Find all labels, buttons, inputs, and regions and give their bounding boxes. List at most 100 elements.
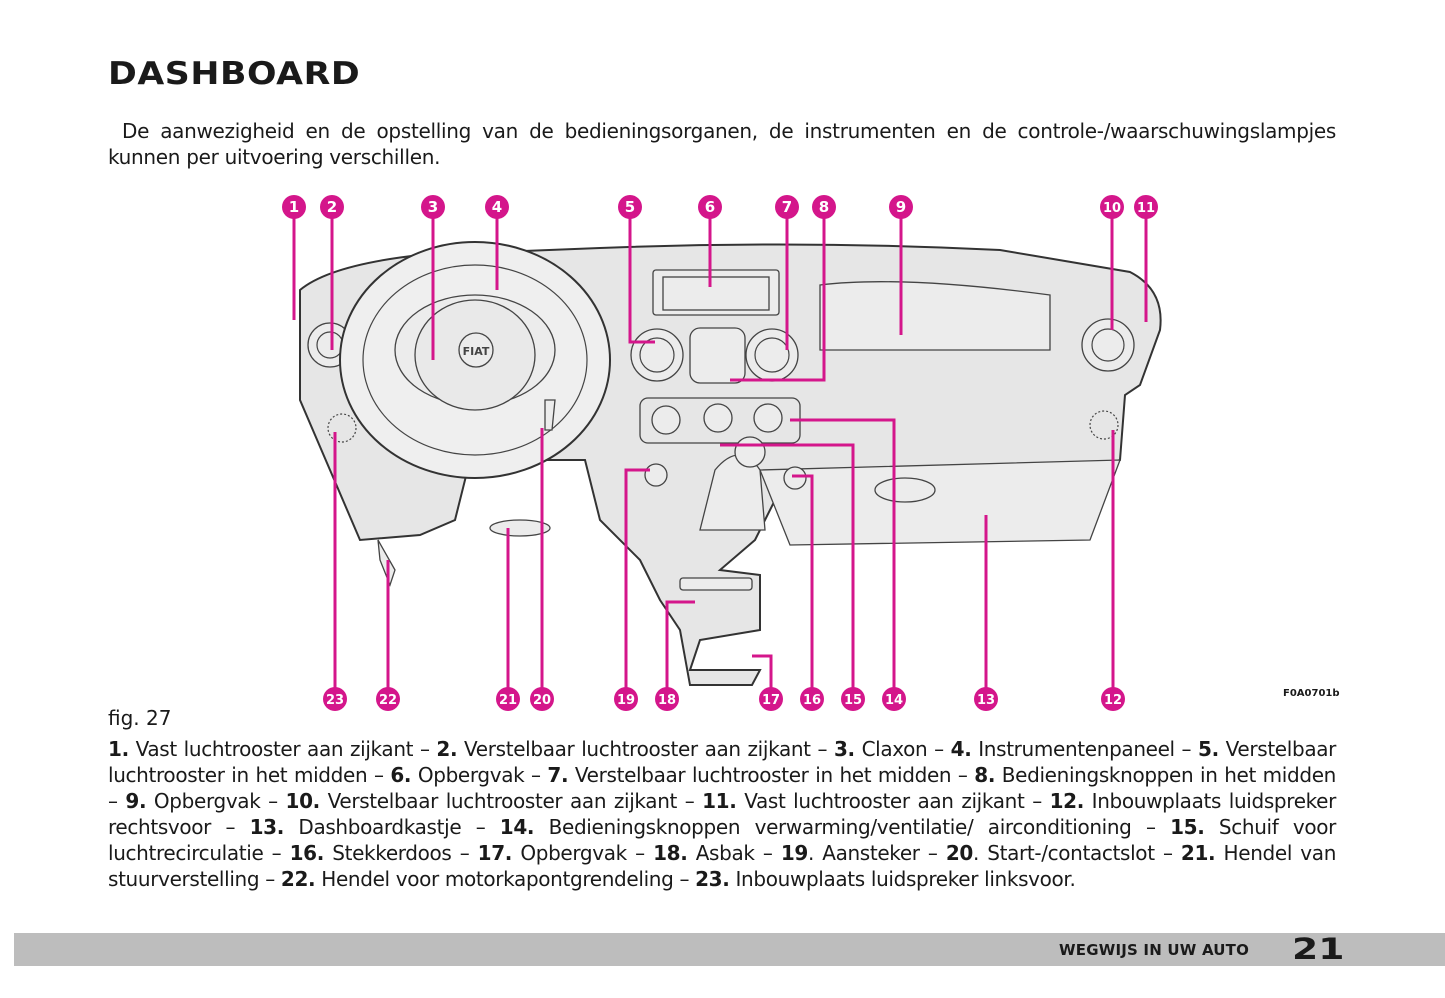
page-number: 21	[1292, 932, 1345, 966]
callout-14: 14	[882, 687, 906, 711]
callout-12: 12	[1101, 687, 1125, 711]
legend-text: Inbouwplaats luidspreker rechtsvoor –	[108, 789, 1336, 839]
svg-text:20: 20	[533, 693, 551, 708]
legend-number: 14.	[499, 815, 535, 839]
footer-section-title: WEGWIJS IN UW AUTO	[1059, 941, 1250, 959]
legend-number: 6.	[390, 763, 412, 787]
legend-text: Verstelbaar luchtrooster aan zijkant –	[319, 789, 703, 813]
callout-17: 17	[759, 687, 783, 711]
callout-4: 4	[485, 195, 509, 219]
legend-number: 12.	[1049, 789, 1085, 813]
callout-5: 5	[618, 195, 642, 219]
legend-text: Verstelbaar luchtrooster aan zijkant –	[457, 737, 834, 761]
page-title: DASHBOARD	[108, 56, 361, 92]
legend-text: Verstelbaar luchtrooster in het midden –	[108, 737, 1337, 787]
callout-13: 13	[974, 687, 998, 711]
legend-number: 16.	[289, 841, 325, 865]
svg-text:2: 2	[327, 198, 337, 216]
callout-6: 6	[698, 195, 722, 219]
legend-number: 21.	[1180, 841, 1216, 865]
callout-8: 8	[812, 195, 836, 219]
dashboard-illustration: FIAT	[299, 241, 1162, 686]
legend-text: Hendel van stuurverstelling –	[108, 841, 1337, 891]
svg-text:10: 10	[1103, 201, 1121, 216]
svg-text:16: 16	[803, 693, 821, 708]
legend-number: 1.	[108, 737, 129, 761]
svg-text:18: 18	[658, 693, 676, 708]
callout-21: 21	[496, 687, 520, 711]
legend-text: Bedieningsknoppen verwarming/ventilatie/…	[534, 815, 1171, 839]
leader-lines	[292, 216, 1148, 690]
legend-text: Inbouwplaats luidspreker linksvoor.	[729, 867, 1076, 891]
figure-legend: 1. Vast luchtrooster aan zijkant – 2. Ve…	[108, 736, 1336, 892]
legend-text: Instrumentenpaneel –	[971, 737, 1199, 761]
svg-text:3: 3	[428, 198, 438, 216]
legend-text: Bedieningsknoppen in het midden –	[108, 763, 1336, 813]
legend-text: Asbak –	[687, 841, 781, 865]
legend-text: Verstelbaar luchtrooster in het midden –	[568, 763, 975, 787]
legend-number: 19	[780, 841, 808, 865]
svg-text:9: 9	[896, 198, 906, 216]
svg-text:6: 6	[705, 198, 715, 216]
callout-19: 19	[614, 687, 638, 711]
legend-text: Schuif voor luchtrecirculatie –	[108, 815, 1336, 865]
legend-text: . Start-/contactslot –	[973, 841, 1181, 865]
legend-text: Stekkerdoos –	[324, 841, 478, 865]
legend-number: 9.	[125, 789, 147, 813]
svg-text:21: 21	[499, 693, 517, 708]
svg-text:11: 11	[1137, 201, 1155, 216]
callout-7: 7	[775, 195, 799, 219]
legend-number: 17.	[477, 841, 513, 865]
fiat-logo-text: FIAT	[463, 345, 490, 358]
svg-text:4: 4	[492, 198, 502, 216]
callout-11: 11	[1134, 195, 1158, 219]
figure-code: F0A0701b	[1283, 688, 1340, 699]
callout-3: 3	[421, 195, 445, 219]
legend-text: Vast luchtrooster aan zijkant –	[736, 789, 1050, 813]
legend-text: Vast luchtrooster aan zijkant –	[128, 737, 437, 761]
svg-text:12: 12	[1104, 693, 1122, 708]
legend-text: Opbergvak –	[512, 841, 654, 865]
intro-paragraph: De aanwezigheid en de opstelling van de …	[108, 119, 1336, 169]
svg-text:8: 8	[819, 198, 829, 216]
fiat-logo	[458, 332, 494, 368]
legend-number: 18.	[653, 841, 688, 865]
legend-number: 22.	[280, 867, 316, 891]
svg-text:14: 14	[885, 693, 903, 708]
svg-text:13: 13	[977, 693, 995, 708]
callout-20: 20	[530, 687, 554, 711]
svg-text:19: 19	[617, 693, 635, 708]
legend-number: 4.	[950, 737, 972, 761]
svg-text:15: 15	[844, 693, 862, 708]
legend-number: 11.	[702, 789, 737, 813]
callout-23: 23	[323, 687, 347, 711]
page-footer: WEGWIJS IN UW AUTO 21	[14, 932, 1445, 966]
callout-15: 15	[841, 687, 865, 711]
legend-number: 5.	[1198, 737, 1219, 761]
legend-number: 10.	[285, 789, 321, 813]
legend-number: 2.	[436, 737, 458, 761]
svg-text:5: 5	[625, 198, 635, 216]
legend-text: Opbergvak –	[146, 789, 286, 813]
svg-text:23: 23	[326, 693, 344, 708]
legend-number: 8.	[974, 763, 996, 787]
callout-9: 9	[889, 195, 913, 219]
legend-number: 20	[945, 841, 973, 865]
svg-text:17: 17	[762, 693, 780, 708]
callout-16: 16	[800, 687, 824, 711]
svg-text:7: 7	[782, 198, 792, 216]
legend-number: 7.	[547, 763, 569, 787]
legend-text: Hendel voor motorkapontgrendeling –	[315, 867, 696, 891]
svg-text:22: 22	[379, 693, 397, 708]
legend-text: Opbergvak –	[411, 763, 548, 787]
legend-number: 23.	[695, 867, 730, 891]
figure-caption: fig. 27	[108, 706, 172, 730]
legend-text: . Aansteker –	[807, 841, 946, 865]
callout-18: 18	[655, 687, 679, 711]
svg-text:1: 1	[289, 198, 299, 216]
callout-2: 2	[320, 195, 344, 219]
callout-22: 22	[376, 687, 400, 711]
callout-10: 10	[1100, 195, 1124, 219]
legend-text: Dashboardkastje –	[283, 815, 500, 839]
